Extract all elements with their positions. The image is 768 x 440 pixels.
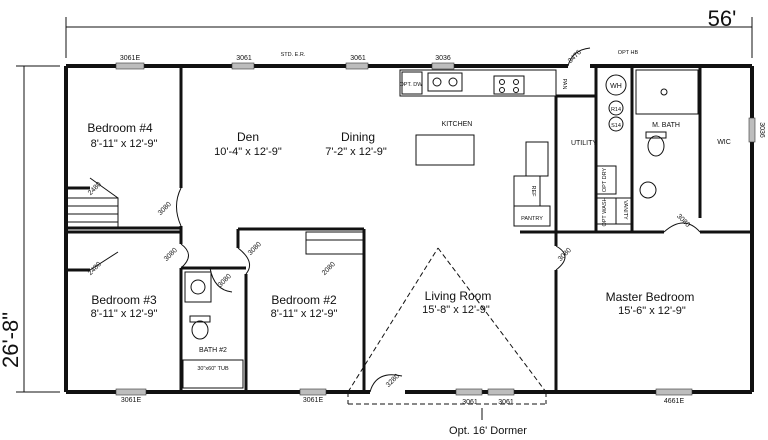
fixture-label: PAN — [561, 79, 567, 90]
bath2-fixtures — [182, 271, 244, 389]
room-name: BATH #2 — [199, 347, 227, 354]
room-name: Living Room — [425, 289, 492, 303]
kitchen-island — [415, 134, 475, 166]
fixture-label: R14 — [611, 107, 621, 113]
door-swings — [176, 47, 701, 393]
room-size: 8'-11" x 12'-9" — [91, 308, 158, 320]
depth-dimension: 26'-8" — [0, 65, 60, 393]
fixture-label: OPT. DW — [400, 82, 424, 88]
door-label: 3080 — [247, 241, 263, 257]
room-name: Master Bedroom — [606, 290, 695, 304]
window-label: 3061E — [121, 397, 142, 404]
dormer-label: Opt. 16' Dormer — [449, 425, 527, 437]
depth-label: 26'-8" — [0, 312, 23, 368]
window-label: 3036 — [758, 122, 765, 138]
room-size: 8'-11" x 12'-9" — [91, 138, 158, 150]
fixture-label: S14 — [611, 123, 621, 129]
window-label: 3061E — [303, 397, 324, 404]
room-name: Den — [237, 130, 259, 144]
room-name: M. BATH — [652, 122, 680, 129]
kitchen-fixtures — [399, 69, 557, 227]
window-label: 3061 — [350, 55, 366, 62]
washer-label: OPT WASH — [602, 197, 608, 226]
window-label: 3061 — [462, 399, 478, 406]
room-name: Dining — [341, 130, 375, 144]
tub-label: 30"x60" TUB — [197, 366, 229, 372]
width-label: 56' — [708, 6, 737, 31]
closets — [65, 177, 365, 271]
door-label: 3080 — [675, 213, 691, 229]
dryer-label: OPT DRY — [602, 168, 608, 193]
vanity-label: VANITY — [622, 200, 628, 220]
window-label: 4661E — [664, 398, 685, 405]
room-size: 7'-2" x 12'-9" — [325, 146, 387, 158]
room-name: UTILITY — [571, 140, 597, 147]
utility-fixtures — [595, 69, 699, 225]
window-label: STD. E.R. — [281, 52, 306, 58]
pantry-label: PANTRY — [521, 216, 543, 222]
door-label: 2080 — [321, 261, 337, 277]
water-heater-label: WH — [610, 83, 622, 90]
room-name: KITCHEN — [442, 121, 473, 128]
fixture-label: OPT HB — [618, 50, 639, 56]
room-name: WIC — [717, 139, 731, 146]
room-name: Bedroom #4 — [87, 121, 153, 135]
room-size: 15'-6" x 12'-9" — [618, 305, 686, 317]
window-label: 3061 — [236, 55, 252, 62]
bottom-windows — [115, 388, 693, 396]
door-label: 3080 — [557, 247, 573, 263]
room-name: Bedroom #2 — [271, 293, 337, 307]
room-size: 8'-11" x 12'-9" — [271, 308, 338, 320]
interior-walls — [66, 66, 752, 392]
door-label: 3080 — [157, 201, 173, 217]
room-name: Bedroom #3 — [91, 293, 157, 307]
room-size: 10'-4" x 12'-9" — [214, 146, 282, 158]
door-label: 3080 — [217, 273, 233, 289]
door-label: 3476 — [567, 49, 583, 65]
top-windows — [115, 62, 756, 143]
width-dimension: 56' — [65, 6, 753, 58]
fixture-label: REF — [530, 186, 536, 198]
window-label: 3061E — [120, 55, 141, 62]
room-size: 15'-8" x 12'-9" — [422, 304, 490, 316]
door-label: 2480 — [87, 181, 103, 197]
window-label: 3061 — [498, 399, 514, 406]
dormer-outline — [347, 247, 547, 420]
window-label: 3036 — [435, 55, 451, 62]
door-label: 3080 — [163, 247, 179, 263]
